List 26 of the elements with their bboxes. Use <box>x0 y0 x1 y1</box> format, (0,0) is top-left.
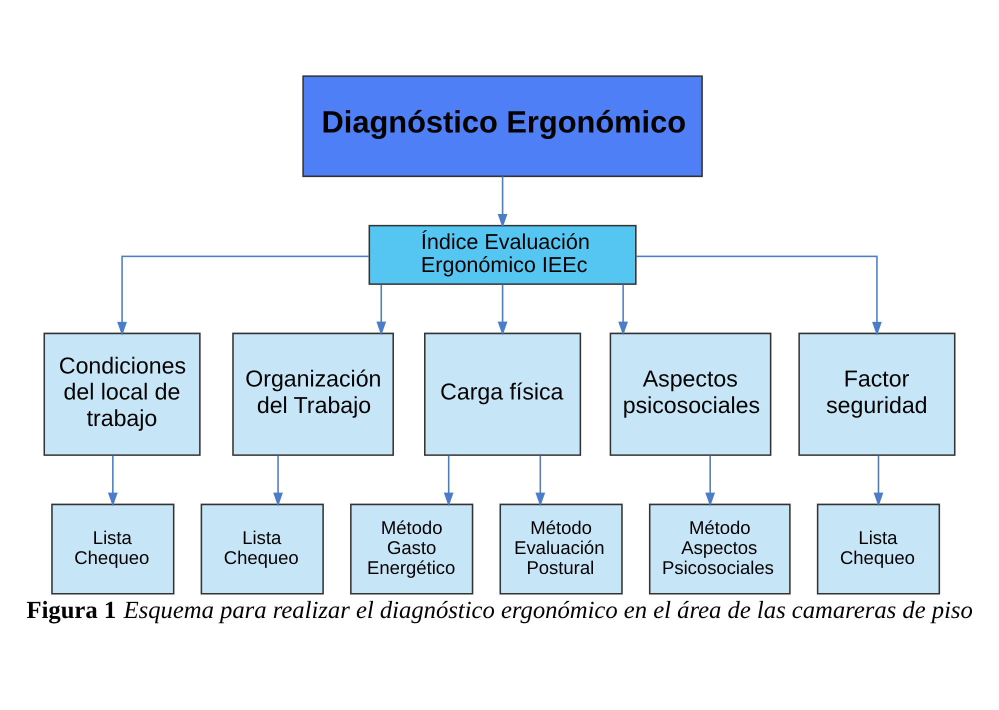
arrow <box>376 284 386 336</box>
node-box: Lista Chequeo <box>51 504 174 595</box>
arrow <box>636 256 882 336</box>
arrow <box>117 256 369 336</box>
node-box: Método Gasto Energético <box>350 504 474 595</box>
node-box: Condiciones del local de trabajo <box>44 332 201 456</box>
arrow <box>108 455 118 506</box>
arrow <box>618 284 628 336</box>
node-box: Carga física <box>424 332 582 456</box>
caption: Figura 1 Esquema para realizar el diagnóstico ergonómico en el área de las camareras de piso <box>26 597 973 624</box>
node-box: Lista Chequeo <box>816 504 940 595</box>
node-box: Índice Evaluación Ergonómico IEEc <box>368 224 637 285</box>
node-box: Método Aspectos Psicosociales <box>648 504 791 595</box>
node-box: Lista Chequeo <box>200 504 324 595</box>
node-box: Aspectos psicosociales <box>610 332 772 456</box>
arrow <box>273 455 283 506</box>
arrow <box>535 455 546 506</box>
arrow <box>705 455 716 506</box>
arrow <box>498 176 508 228</box>
arrow <box>498 284 508 336</box>
node-box: Factor seguridad <box>798 332 956 456</box>
node-box: Organización del Trabajo <box>232 332 394 456</box>
arrow <box>874 455 884 506</box>
node-box: Diagnóstico Ergonómico <box>302 75 703 178</box>
node-box: Método Evaluación Postural <box>500 504 623 595</box>
arrow <box>444 455 454 506</box>
